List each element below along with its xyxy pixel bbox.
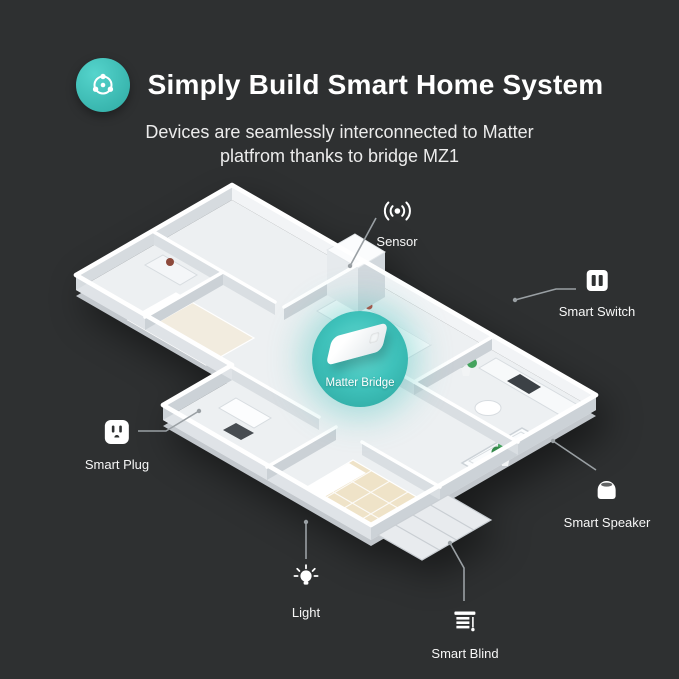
callout-label: Smart Switch: [558, 304, 636, 319]
bridge-device: [325, 322, 389, 366]
callout-light: Light: [291, 563, 321, 620]
page-title: Simply Build Smart Home System: [147, 69, 604, 100]
table: [474, 400, 502, 416]
bulb-icon: [291, 563, 321, 598]
hub-icon: [75, 58, 130, 112]
bridge-button: [368, 331, 380, 344]
callout-sensor: Sensor: [376, 200, 418, 249]
blind-icon: [452, 609, 477, 639]
bridge-label: Matter Bridge: [325, 377, 395, 389]
connector-dots: [196, 263, 556, 546]
callout-smart-switch: Smart Switch: [558, 269, 636, 319]
outlet-icon: [104, 419, 130, 450]
callout-smart-blind: Smart Blind: [431, 609, 499, 661]
subtitle: Devices are seamlessly interconnected to…: [0, 121, 679, 169]
desk: [218, 397, 272, 429]
callout-label: Smart Plug: [84, 457, 150, 472]
callout-label: Smart Blind: [431, 646, 499, 661]
signal-icon: [380, 200, 414, 227]
vase: [166, 258, 174, 266]
header: Simply Build Smart Home System: [0, 58, 679, 112]
callout-smart-speaker: Smart Speaker: [563, 477, 651, 530]
dresser: [143, 254, 198, 286]
callout-smart-plug: Smart Plug: [85, 419, 149, 472]
callout-connectors: [138, 217, 597, 601]
switch-icon: [585, 269, 608, 297]
subtitle-line-2: platfrom thanks to bridge MZ1: [219, 145, 460, 166]
matter-bridge-hub: Matter Bridge: [312, 311, 408, 407]
subtitle-line-1: Devices are seamlessly interconnected to…: [145, 122, 534, 142]
stairs: [376, 494, 493, 561]
chair: [223, 423, 254, 440]
callout-label: Smart Speaker: [563, 515, 651, 530]
callout-label: Sensor: [376, 234, 418, 249]
speaker-icon: [594, 477, 620, 508]
stove: [507, 374, 541, 394]
callout-label: Light: [291, 605, 321, 620]
